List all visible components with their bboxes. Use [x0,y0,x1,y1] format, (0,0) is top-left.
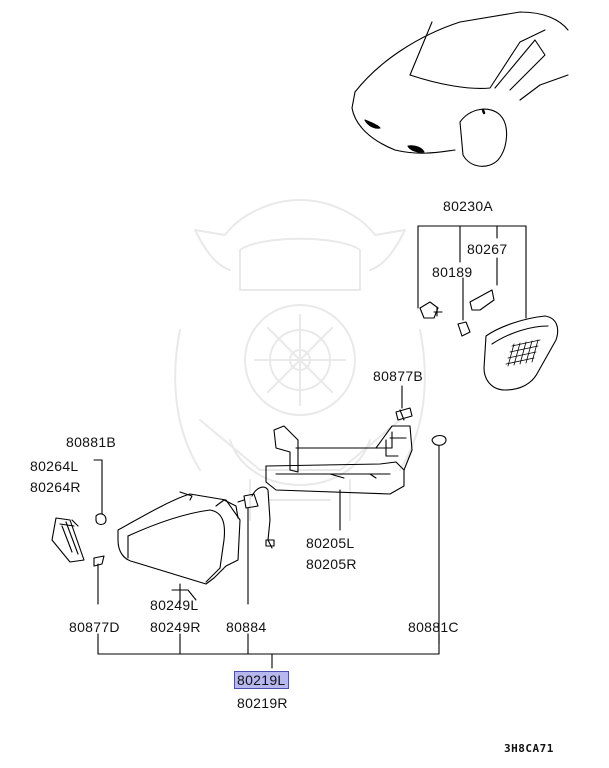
label-80267: 80267 [467,241,508,257]
socket-part [237,486,275,605]
watermark-emblem [174,199,426,521]
label-80249r: 80249R [150,619,201,635]
assembly-bracket-lines [97,633,440,669]
clip-part [431,434,447,645]
bracket-assembly [265,385,413,531]
label-80219l-highlighted[interactable]: 80219L [234,671,289,689]
label-80249l: 80249L [150,597,199,613]
car-outline [351,11,569,167]
screw-80877d [93,555,105,605]
label-80881b: 80881B [66,434,117,450]
label-80205l: 80205L [306,535,355,551]
label-80881c: 80881C [408,619,459,635]
label-80877b: 80877B [373,368,424,384]
side-marker-group [417,225,559,391]
fog-lamp [117,491,241,605]
label-80884: 80884 [226,619,267,635]
label-80264r: 80264R [30,479,81,495]
marker-lens-grid [505,339,541,367]
nut-80881b [93,459,107,526]
label-80219r: 80219R [237,695,288,711]
corner-lamp [51,517,85,563]
label-80264l: 80264L [30,458,79,474]
label-80205r: 80205R [306,556,357,572]
label-80230a: 80230A [443,198,494,214]
label-80189: 80189 [432,264,473,280]
diagram-code: 3H8CA71 [504,742,554,755]
label-80877d: 80877D [69,619,120,635]
